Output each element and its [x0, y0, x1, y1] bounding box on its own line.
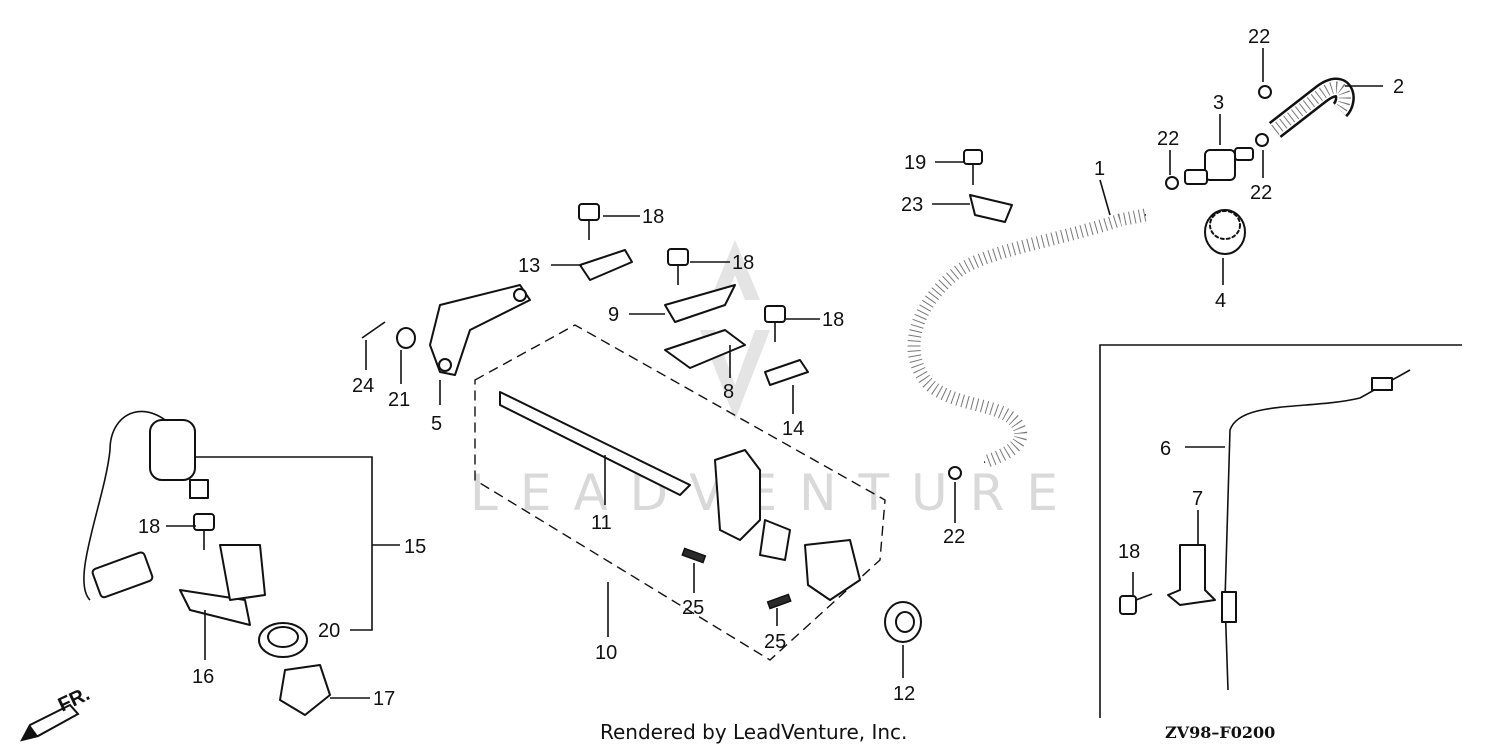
part-grommet: [884, 601, 922, 643]
callout-10: 10: [595, 642, 617, 664]
part-strainer: [1204, 209, 1246, 255]
callout-22-c: 22: [1250, 182, 1272, 204]
part-link-plate: [579, 249, 633, 281]
callout-18-c: 18: [822, 309, 844, 331]
part-plate-8: [664, 329, 746, 369]
callout-16: 16: [192, 666, 214, 688]
callout-8: 8: [723, 381, 734, 403]
part-switch-bracket: [179, 544, 266, 626]
callout-23: 23: [901, 194, 923, 216]
callout-18-b: 18: [732, 252, 754, 274]
callout-14: 14: [782, 418, 804, 440]
callout-15: 15: [404, 536, 426, 558]
part-control-assembly: [474, 324, 886, 661]
callout-24: 24: [352, 375, 374, 397]
callout-21: 21: [388, 389, 410, 411]
front-direction-arrow-icon: [20, 703, 80, 742]
callout-19: 19: [904, 152, 926, 174]
part-bolts: [193, 149, 1153, 615]
callout-2: 2: [1393, 76, 1404, 98]
part-cable: [1221, 369, 1411, 691]
callout-20: 20: [318, 620, 340, 642]
watermark-text: LEADVENTURE: [470, 464, 1080, 522]
part-small-plate: [764, 359, 809, 386]
callout-1: 1: [1094, 158, 1105, 180]
callout-7: 7: [1192, 488, 1203, 510]
callout-18-d: 18: [138, 516, 160, 538]
callout-17: 17: [373, 688, 395, 710]
callout-25-b: 25: [764, 631, 786, 653]
footer-credit: Rendered by LeadVenture, Inc.: [600, 720, 907, 744]
part-plate-9: [664, 284, 736, 323]
callout-22-b: 22: [1157, 128, 1179, 150]
callout-3: 3: [1213, 92, 1224, 114]
part-switch-cover: [279, 664, 331, 716]
callout-22-d: 22: [943, 526, 965, 548]
callout-25-a: 25: [682, 597, 704, 619]
callout-labels: 1 2 3 4 5 6 7 8 9 10 11 12 13 14 15 16 1…: [138, 26, 1404, 710]
callout-13: 13: [518, 255, 540, 277]
callout-9: 9: [608, 304, 619, 326]
callout-12: 12: [893, 683, 915, 705]
callout-6: 6: [1160, 438, 1171, 460]
part-fuel-hose: [906, 207, 1147, 470]
diagram-code: ZV98–F0200: [1165, 723, 1275, 742]
callout-4: 4: [1215, 290, 1226, 312]
callout-18-a: 18: [642, 206, 664, 228]
part-fuel-filter: [1184, 147, 1254, 185]
leader-lines: [166, 48, 1383, 699]
part-small-hardware: [361, 85, 1272, 480]
part-switch-ring: [258, 622, 308, 658]
part-short-hose: [1268, 77, 1355, 138]
callout-11: 11: [591, 512, 612, 534]
callout-5: 5: [431, 413, 442, 435]
callout-18-e: 18: [1118, 541, 1140, 563]
inset-border: [1099, 344, 1462, 718]
callout-22-a: 22: [1248, 26, 1270, 48]
part-cable-bracket: [1167, 544, 1216, 606]
part-lever-bracket: [429, 284, 531, 376]
part-switch-assembly: [83, 410, 209, 601]
